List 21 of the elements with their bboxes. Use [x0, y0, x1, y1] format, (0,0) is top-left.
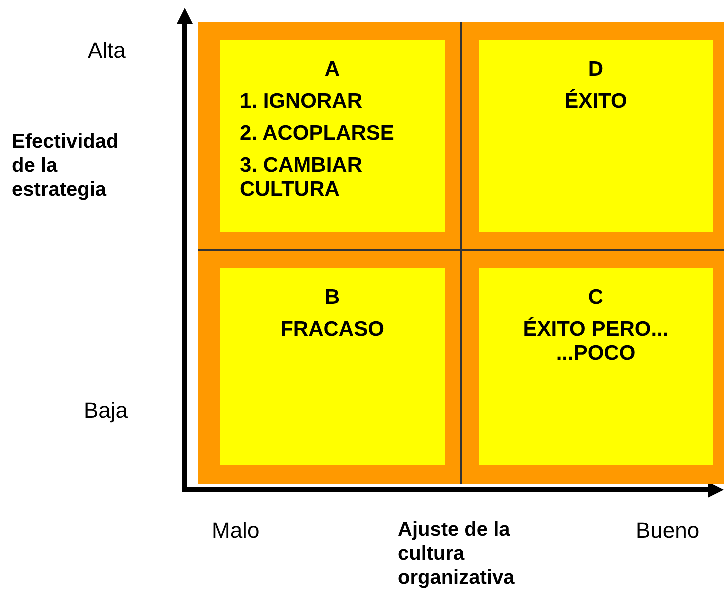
quadrant-box	[220, 268, 445, 465]
quadrant-letter: A	[324, 58, 342, 82]
axis-title: Efectividad de la estrategia	[12, 130, 120, 202]
list-item: 2. ACOPLARSE	[240, 122, 396, 146]
axis-label: Baja	[84, 398, 130, 424]
axis-label: Alta	[88, 38, 127, 64]
quadrant-letter: B	[324, 286, 342, 310]
quadrant-letter: D	[587, 58, 605, 82]
list-item: 3. CAMBIAR CULTURA	[240, 154, 364, 202]
matrix-panel	[198, 22, 724, 484]
quadrant-title: ÉXITO PERO... ...POCO	[522, 318, 670, 366]
axis-title: Ajuste de la cultura organizativa	[398, 518, 516, 590]
quadrant-box	[220, 40, 445, 232]
axis-label: Bueno	[636, 518, 701, 544]
axis-label: Malo	[212, 518, 261, 544]
list-item: 1. IGNORAR	[240, 90, 364, 114]
quadrant-box	[479, 268, 713, 465]
quadrant-box	[479, 40, 713, 232]
quadrant-letter: C	[587, 286, 605, 310]
quadrant-title: ÉXITO	[564, 90, 628, 114]
quadrant-title: FRACASO	[280, 318, 386, 342]
